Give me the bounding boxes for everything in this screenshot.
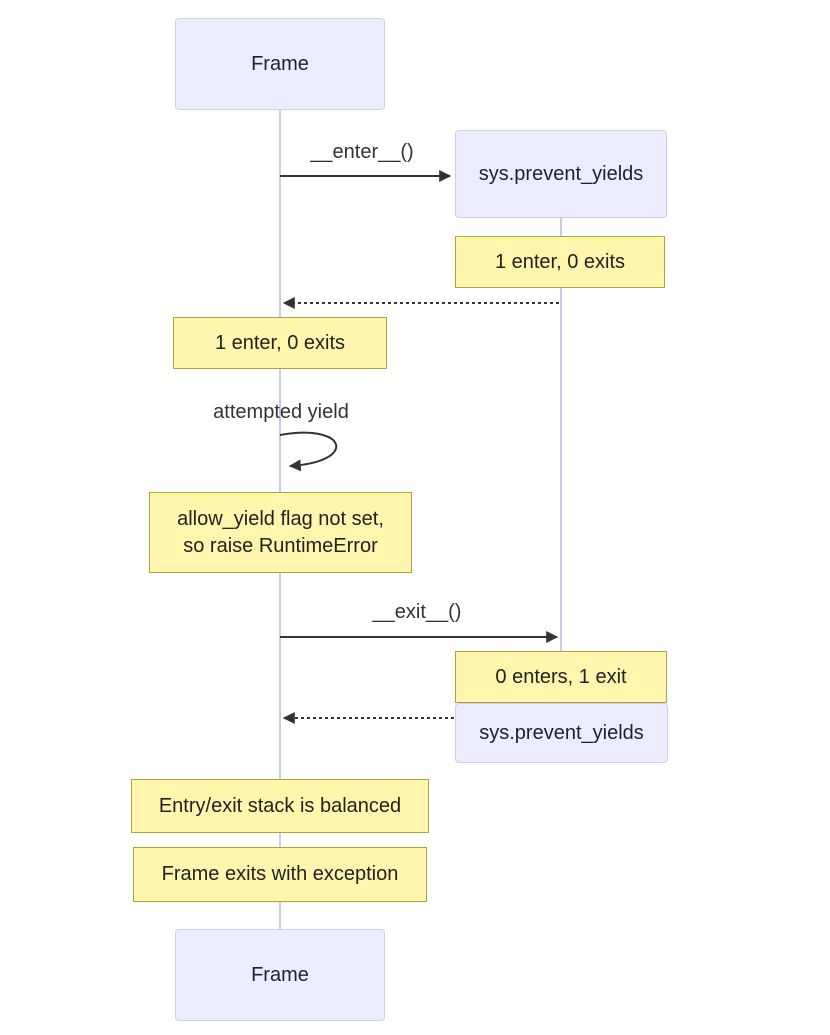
note-frame-after-enter: 1 enter, 0 exits [173, 317, 387, 369]
frame-top-actor-box: Frame [175, 18, 385, 110]
frame-top-actor-label: Frame [251, 52, 309, 75]
sys-top-actor-box: sys.prevent_yields [455, 130, 667, 218]
note-sys-after-enter: 1 enter, 0 exits [455, 236, 665, 288]
note-yield-error: allow_yield flag not set, so raise Runti… [149, 492, 412, 573]
attempted-yield-self-loop-arrow [279, 431, 338, 472]
sys-lifeline [560, 218, 562, 704]
sys-bottom-actor-box: sys.prevent_yields [455, 703, 668, 763]
note-frame-exception: Frame exits with exception [133, 847, 427, 902]
sys-top-actor-label: sys.prevent_yields [478, 162, 644, 185]
sys-bottom-actor-label: sys.prevent_yields [479, 721, 644, 744]
attempted-yield-message-label: attempted yield [213, 401, 349, 423]
note-stack-balanced: Entry/exit stack is balanced [131, 779, 429, 833]
note-sys-after-exit: 0 enters, 1 exit [455, 651, 667, 703]
enter-message-label: __enter__() [310, 141, 414, 163]
frame-bottom-actor-label: Frame [251, 963, 309, 986]
frame-bottom-actor-box: Frame [175, 929, 385, 1021]
exit-message-label: __exit__() [372, 601, 462, 623]
